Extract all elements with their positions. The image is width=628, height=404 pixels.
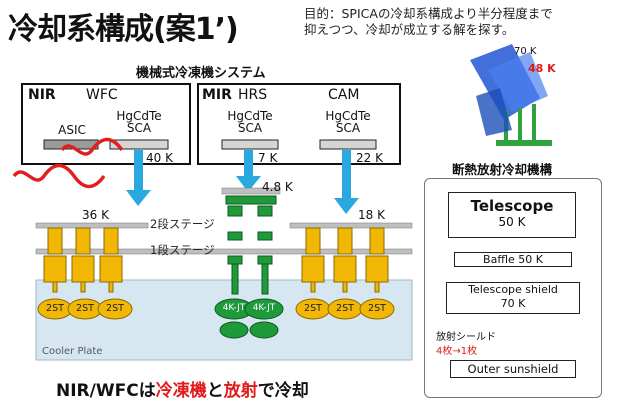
stage2-rail-left	[35, 222, 149, 229]
nir-label: NIR	[28, 87, 56, 103]
cam-label: CAM	[328, 87, 360, 103]
cooler-st-label-5: 2ST	[336, 303, 354, 314]
purpose-line-2: 抑えつつ、冷却が成立する解を探す。	[304, 22, 515, 37]
hrs-sca-line2: SCA	[237, 121, 263, 135]
page-title: 冷却系構成(案1’)	[8, 12, 239, 47]
caption-part-4: 放射	[223, 381, 258, 401]
cooler-plate	[35, 279, 413, 361]
bottom-caption: NIR/WFCは冷凍機と放射で冷却	[56, 376, 309, 401]
hrs-sca-line1: HgCdTe	[227, 109, 273, 123]
cooler-st-label-2: 2ST	[76, 303, 94, 314]
right-stage-temp: 18 K	[358, 208, 385, 222]
radiative-title: 断熱放射冷却機構	[452, 162, 553, 177]
baffle-box: Baffle 50 K	[454, 252, 572, 267]
telescope-label: Telescope	[470, 197, 554, 215]
purpose-line-1: 目的：SPICAの冷却系構成より半分程度まで	[304, 6, 553, 21]
cooler-st-left	[37, 227, 133, 320]
cam-sca-line2: SCA	[335, 121, 361, 135]
thumb-temp-2: 48 K	[528, 62, 556, 75]
stage1-rail	[35, 248, 413, 255]
cooler-st-right	[295, 227, 395, 320]
nir-sca-line1: HgCdTe	[116, 109, 162, 123]
radiation-wave-2	[60, 137, 124, 156]
jt-stage-bar	[221, 187, 281, 195]
radiation-wave-1	[12, 163, 106, 189]
caption-part-1: NIR/WFCは	[56, 381, 156, 401]
cooler-st-label-6: 2ST	[368, 303, 386, 314]
shield-note-count: 4枚→1枚	[436, 346, 478, 357]
blue-arrow-nir	[126, 150, 151, 206]
cooler-jt-label-2: 4K-JT	[252, 303, 276, 313]
thumb-temp-1: 70 K	[514, 46, 537, 57]
telescope-box: Telescope 50 K	[448, 192, 576, 238]
stage2-label: 2段ステージ	[150, 217, 215, 231]
stage1-label: 1段ステージ	[150, 243, 215, 257]
caption-part-2: 冷凍機	[155, 381, 207, 401]
nir-sca-bar	[109, 139, 169, 150]
cooler-st-label-4: 2ST	[304, 303, 322, 314]
telescope-shield-label: Telescope shield	[468, 283, 558, 296]
cooler-jt-label-1: 4K-JT	[222, 303, 246, 313]
hrs-temp: 7 K	[258, 151, 278, 165]
telescope-shield-temp: 70 K	[500, 297, 526, 310]
nir-sca-label: HgCdTe SCA	[108, 110, 170, 134]
caption-part-5: で冷却	[257, 381, 309, 401]
hrs-sca-label: HgCdTe SCA	[218, 110, 282, 134]
caption-part-3: と	[206, 381, 224, 401]
telescope-shield-box: Telescope shield 70 K	[446, 282, 580, 314]
hrs-sca-bar	[221, 139, 279, 150]
cam-sca-label: HgCdTe SCA	[316, 110, 380, 134]
nir-sca-line2: SCA	[126, 121, 152, 135]
stage2-rail-right	[289, 222, 413, 229]
outer-sunshield-box: Outer sunshield	[450, 360, 576, 378]
wfc-label: WFC	[86, 87, 118, 103]
telescope-temp: 50 K	[498, 215, 526, 229]
cooler-st-label-1: 2ST	[46, 303, 64, 314]
cooler-st-label-3: 2ST	[106, 303, 124, 314]
mechanical-cooler-system-title: 機械式冷凍機システム	[136, 66, 266, 81]
nir-box	[21, 83, 191, 165]
nir-temp: 40 K	[146, 151, 173, 165]
cam-sca-line1: HgCdTe	[325, 109, 371, 123]
left-stage-temp: 36 K	[82, 208, 109, 222]
shield-note: 放射シールド	[436, 332, 496, 343]
blue-arrow-hrs	[236, 150, 261, 192]
cam-temp: 22 K	[356, 151, 383, 165]
blue-arrow-cam	[334, 150, 359, 214]
hrs-label: HRS	[238, 87, 268, 103]
mir-label: MIR	[202, 87, 232, 103]
mir-box	[197, 83, 401, 165]
purpose-text: 目的：SPICAの冷却系構成より半分程度まで 抑えつつ、冷却が成立する解を探す。	[304, 6, 624, 38]
jt-temp: 4.8 K	[262, 180, 293, 194]
cooler-plate-label: Cooler Plate	[42, 346, 103, 357]
cooler-jt	[214, 195, 284, 339]
asic-label: ASIC	[58, 123, 86, 137]
cam-sca-bar	[319, 139, 377, 150]
radiator-thumbnail	[470, 44, 552, 146]
